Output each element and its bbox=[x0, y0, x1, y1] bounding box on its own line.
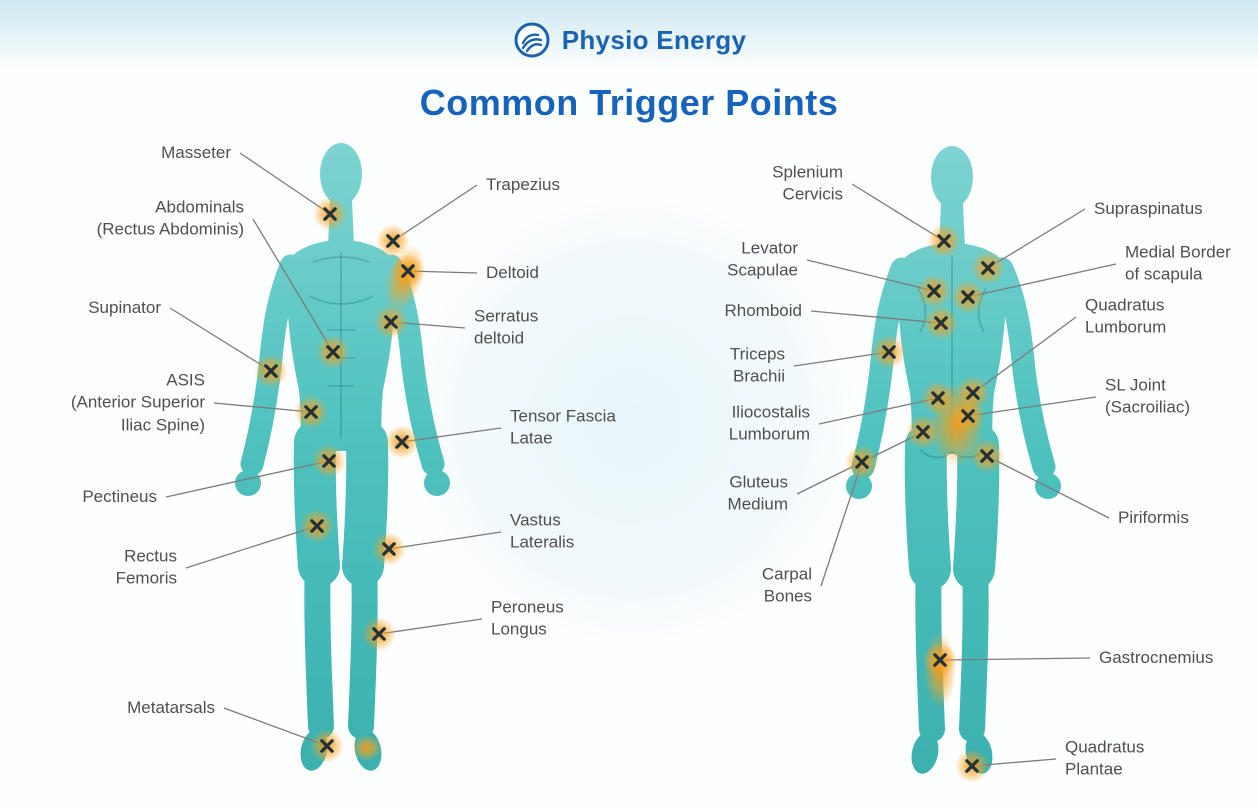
trigger-point-marker bbox=[264, 364, 278, 378]
leader-line bbox=[987, 208, 1086, 269]
leader-line bbox=[388, 531, 502, 550]
trigger-point-marker bbox=[323, 207, 337, 221]
leader-line bbox=[967, 396, 1097, 417]
trigger-point-marker bbox=[981, 261, 995, 275]
trigger-point-marker bbox=[401, 264, 415, 278]
brand-name: Physio Energy bbox=[561, 24, 747, 55]
leader-line bbox=[939, 657, 1091, 661]
trigger-point-marker bbox=[927, 284, 941, 298]
trigger-point-marker bbox=[382, 542, 396, 556]
leader-line bbox=[986, 455, 1110, 519]
trigger-point-marker bbox=[933, 653, 947, 667]
trigger-point-marker bbox=[322, 454, 336, 468]
trigger-point-marker bbox=[384, 315, 398, 329]
leader-line bbox=[252, 218, 334, 353]
brand-header: Physio Energy bbox=[0, 20, 1258, 60]
leader-line bbox=[806, 259, 935, 292]
header-gradient-band bbox=[0, 0, 1258, 74]
trigger-point-marker bbox=[386, 234, 400, 248]
leader-line bbox=[967, 263, 1117, 298]
trigger-point-marker bbox=[372, 627, 386, 641]
leader-line bbox=[378, 618, 483, 635]
trigger-point-marker bbox=[395, 435, 409, 449]
leader-line bbox=[851, 183, 945, 242]
leader-line bbox=[185, 525, 318, 569]
trigger-point-marker bbox=[965, 759, 979, 773]
trigger-point-marker bbox=[882, 345, 896, 359]
background-halo bbox=[413, 200, 853, 640]
trigger-point-marker bbox=[966, 386, 980, 400]
physio-energy-wave-logo-icon bbox=[514, 22, 550, 58]
trigger-point-marker bbox=[916, 425, 930, 439]
trigger-point-marker bbox=[980, 449, 994, 463]
trigger-point-marker bbox=[961, 409, 975, 423]
leader-line bbox=[818, 397, 939, 425]
trigger-point-marker bbox=[304, 405, 318, 419]
front-right-foot-patch bbox=[352, 735, 382, 761]
trigger-point-marker bbox=[320, 739, 334, 753]
trigger-point-marker bbox=[961, 290, 975, 304]
trigger-point-marker bbox=[326, 345, 340, 359]
leader-line bbox=[810, 310, 942, 324]
trigger-point-marker bbox=[934, 316, 948, 330]
trigger-point-marker bbox=[937, 234, 951, 248]
leader-line bbox=[972, 316, 1077, 394]
leader-line bbox=[820, 461, 863, 587]
leader-line bbox=[223, 707, 328, 747]
leader-line bbox=[169, 307, 272, 372]
leader-line bbox=[165, 460, 330, 498]
trigger-point-marker bbox=[855, 455, 869, 469]
leader-line bbox=[239, 152, 331, 215]
trigger-point-marker bbox=[931, 391, 945, 405]
annotation-layer bbox=[165, 152, 1117, 783]
page-title: Common Trigger Points bbox=[419, 82, 839, 123]
trigger-point-marker bbox=[310, 519, 324, 533]
